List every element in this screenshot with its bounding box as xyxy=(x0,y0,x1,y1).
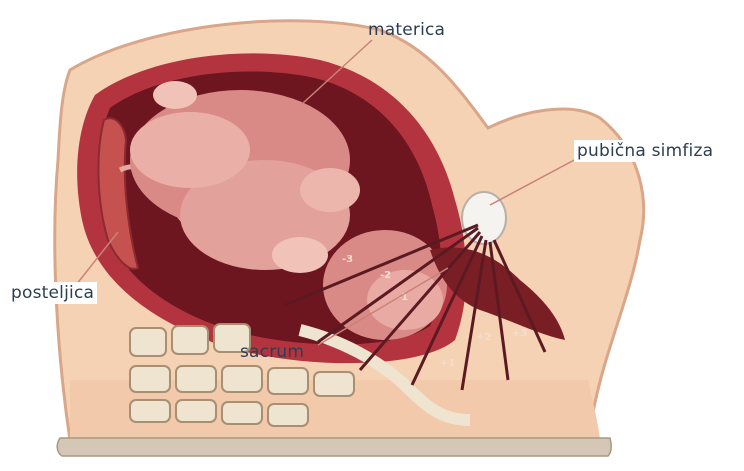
vertebra xyxy=(171,325,209,355)
label-posteljica: posteljica xyxy=(8,282,98,304)
vertebra xyxy=(175,399,217,423)
leader-line-sacrum xyxy=(317,267,449,346)
station-line xyxy=(488,241,510,381)
vertebra xyxy=(129,365,171,393)
fetus-thigh xyxy=(130,112,250,188)
spine xyxy=(129,323,355,427)
station-line xyxy=(358,231,482,371)
station-label: -3 xyxy=(342,254,353,265)
station-label: -1 xyxy=(397,292,408,303)
leader-line-materica xyxy=(301,39,373,105)
station-label: +3 xyxy=(512,328,527,339)
vertebra xyxy=(267,367,309,395)
vertebra xyxy=(129,327,167,357)
vertebra xyxy=(175,365,217,393)
fetus-face xyxy=(367,270,443,330)
station-line xyxy=(410,235,484,386)
station-label: 0 xyxy=(392,376,399,387)
vertebra xyxy=(313,371,355,397)
station-line xyxy=(492,239,547,353)
station-label: -2 xyxy=(380,270,391,281)
bed-surface xyxy=(56,437,613,457)
fetus-foot xyxy=(153,81,197,109)
label-materica: materica xyxy=(368,20,446,40)
station-line xyxy=(317,226,479,344)
vertebra xyxy=(221,365,263,393)
fetus-hand xyxy=(272,237,328,273)
leader-line-posteljica xyxy=(71,231,119,291)
vertebra xyxy=(267,403,309,427)
leader-line-pubicna xyxy=(489,157,579,206)
station-label: +1 xyxy=(440,358,455,369)
label-pubic-symphysis: pubična simfiza xyxy=(574,140,717,162)
station-line xyxy=(460,239,488,391)
vertebra xyxy=(213,323,251,353)
station-labels: -3 -2 -1 0 +1 +2 +3 xyxy=(342,254,527,387)
placenta xyxy=(97,117,140,270)
label-sacrum: sacrum xyxy=(240,342,305,362)
fetus-arm xyxy=(300,168,360,212)
station-lines xyxy=(284,223,547,391)
vertebra xyxy=(221,401,263,425)
station-label: +2 xyxy=(476,332,491,343)
vertebra xyxy=(129,399,171,423)
station-line xyxy=(284,223,479,307)
leader-lines xyxy=(71,39,579,346)
sacrum-bone xyxy=(298,324,471,426)
